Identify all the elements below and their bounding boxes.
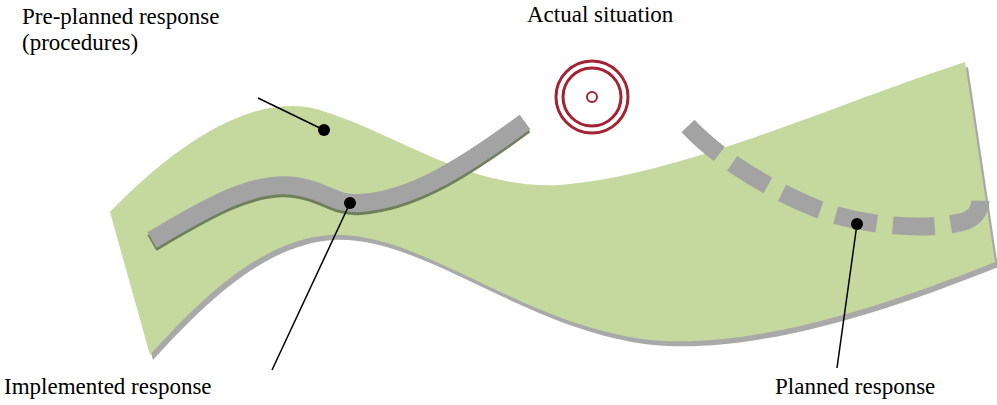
implemented-path-shadow [152, 125, 525, 243]
leader-lines [258, 98, 857, 370]
leader-dots [318, 124, 863, 230]
situation-target [556, 61, 628, 133]
planned-path [688, 126, 980, 226]
callout-label: Planned response [775, 374, 990, 400]
ribbon-band [110, 62, 995, 355]
callout-label: Implemented response [4, 374, 264, 400]
implemented-path [152, 122, 525, 240]
callout-label: Actual situation [527, 2, 727, 28]
callout-label: Pre-planned response (procedures) [22, 4, 257, 57]
